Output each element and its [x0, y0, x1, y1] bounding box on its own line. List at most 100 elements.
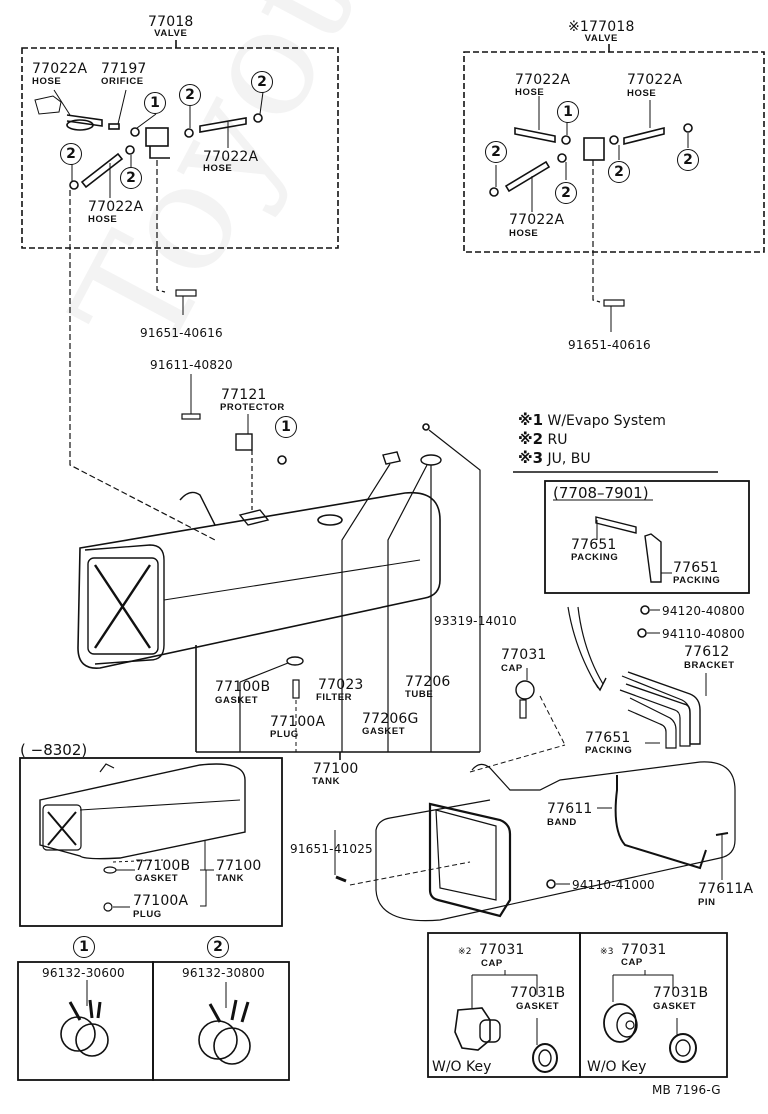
fuel-tank-drawing: [77, 491, 441, 669]
tube-part-number[interactable]: 77206: [405, 674, 451, 690]
variant-label: W/O Key: [587, 1059, 647, 1075]
cap-mark: ※3: [600, 947, 614, 957]
note-1: ※1 W/Evapo System: [518, 411, 666, 429]
tube-gasket-name: GASKET: [362, 726, 406, 737]
note-text: RU: [547, 432, 568, 448]
bolt-part-number[interactable]: 91651-40616: [568, 338, 651, 352]
screw-part-number[interactable]: 93319-14010: [434, 614, 517, 628]
valve-right-label: ※177018 VALVE: [568, 20, 635, 44]
bracket-drawing: [619, 671, 701, 749]
packing-part-number[interactable]: 77651: [673, 560, 719, 576]
hose-part-number[interactable]: 77022A: [88, 199, 144, 215]
nut-part-number[interactable]: 94120-40800: [662, 604, 745, 618]
pin-part-number[interactable]: 77611A: [698, 881, 754, 897]
tank-name: TANK: [216, 873, 245, 884]
hose-part-number[interactable]: 77022A: [509, 212, 565, 228]
ref-marker-2: 2: [179, 84, 201, 106]
clamp-part-number[interactable]: 96132-30800: [182, 966, 265, 980]
cap-name: CAP: [481, 958, 503, 969]
note-mark: ※3: [518, 449, 544, 467]
bracket-name: BRACKET: [684, 660, 735, 671]
cap-part-number[interactable]: 77031: [479, 942, 525, 958]
cap-box-2: [579, 932, 728, 1078]
date-range: ( −8302): [20, 741, 88, 759]
hose-name: HOSE: [515, 87, 545, 98]
bolt-part-number[interactable]: 91651-41025: [290, 842, 373, 856]
valve-left-parts: [34, 95, 263, 190]
gasket-part-number[interactable]: 77031B: [653, 985, 709, 1001]
ref-marker-1: 1: [144, 92, 166, 114]
part-name: VALVE: [154, 28, 188, 39]
tank-part-number[interactable]: 77100: [313, 761, 359, 777]
cap-name: CAP: [621, 957, 643, 968]
bolt-part-number[interactable]: 91611-40820: [150, 358, 233, 372]
part-number[interactable]: 77018: [148, 14, 194, 30]
hose-name: HOSE: [203, 163, 233, 174]
part-name: VALVE: [584, 33, 618, 44]
orifice-name: ORIFICE: [101, 76, 144, 87]
note-text: JU, BU: [547, 451, 591, 467]
plug-name: PLUG: [133, 909, 162, 920]
installed-tank-drawing: [375, 761, 736, 922]
filter-part-number[interactable]: 77023: [318, 677, 364, 693]
clamp-box-2: [152, 961, 290, 1081]
valve-left-label: 77018 VALVE: [148, 15, 194, 39]
hose-part-number[interactable]: 77022A: [515, 72, 571, 88]
ref-marker-2: 2: [120, 167, 142, 189]
gasket-part-number[interactable]: 77100B: [135, 858, 191, 874]
hose-part-number[interactable]: 77022A: [627, 72, 683, 88]
protector-part-number[interactable]: 77121: [221, 387, 267, 403]
nut-part-number[interactable]: 94110-40800: [662, 627, 745, 641]
old-tank-box: [19, 757, 283, 927]
cap-part-number[interactable]: 77031: [501, 647, 547, 663]
clamp-2-drawing: [198, 982, 251, 1065]
note-mark: ※2: [518, 430, 544, 448]
note-text: W/Evapo System: [547, 413, 666, 429]
gasket-part-number[interactable]: 77031B: [510, 985, 566, 1001]
nut-part-number[interactable]: 94110-41000: [572, 878, 655, 892]
hose-part-number[interactable]: 77022A: [203, 149, 259, 165]
gasket-name: GASKET: [135, 873, 179, 884]
clamp-1-drawing: [60, 980, 109, 1057]
ref-marker-2: 2: [555, 182, 577, 204]
packing-part-number[interactable]: 77651: [585, 730, 631, 746]
note-2: ※2 RU: [518, 430, 567, 448]
band-part-number[interactable]: 77611: [547, 801, 593, 817]
packing-part-number[interactable]: 77651: [571, 537, 617, 553]
plug-name: PLUG: [270, 729, 299, 740]
hose-part-number[interactable]: 77022A: [32, 61, 88, 77]
protector-name: PROTECTOR: [220, 402, 285, 413]
valve-right-box: [463, 51, 765, 253]
gasket-part-number[interactable]: 77100B: [215, 679, 271, 695]
gasket-name: GASKET: [215, 695, 259, 706]
cap-part-number[interactable]: 77031: [621, 942, 667, 958]
tube-name: TUBE: [405, 689, 434, 700]
diagram-code: MB 7196-G: [652, 1083, 721, 1097]
bolt-part-number[interactable]: 91651-40616: [140, 326, 223, 340]
ref-marker-1: 1: [557, 101, 579, 123]
plug-part-number[interactable]: 77100A: [133, 893, 189, 909]
note-3: ※3 JU, BU: [518, 449, 591, 467]
part-number[interactable]: ※177018: [568, 19, 635, 35]
note-mark: ※1: [518, 411, 544, 429]
tank-part-number[interactable]: 77100: [216, 858, 262, 874]
cap-2-drawing: [603, 970, 697, 1063]
hose-name: HOSE: [509, 228, 539, 239]
ref-marker-2: 2: [60, 143, 82, 165]
hose-name: HOSE: [627, 88, 657, 99]
clamp-part-number[interactable]: 96132-30600: [42, 966, 125, 980]
hose-name: HOSE: [88, 214, 118, 225]
band-name: BAND: [547, 817, 577, 828]
packing-name: PACKING: [585, 745, 633, 756]
orifice-part-number[interactable]: 77197: [101, 61, 147, 77]
packing-name: PACKING: [673, 575, 721, 586]
valve-right-parts: [489, 123, 693, 197]
hose-name: HOSE: [32, 76, 62, 87]
valve-left-box: [21, 47, 339, 249]
plug-part-number[interactable]: 77100A: [270, 714, 326, 730]
ref-marker-1: 1: [73, 936, 95, 958]
bracket-part-number[interactable]: 77612: [684, 644, 730, 660]
tube-gasket-part-number[interactable]: 77206G: [362, 711, 419, 727]
cap-name: CAP: [501, 663, 523, 674]
